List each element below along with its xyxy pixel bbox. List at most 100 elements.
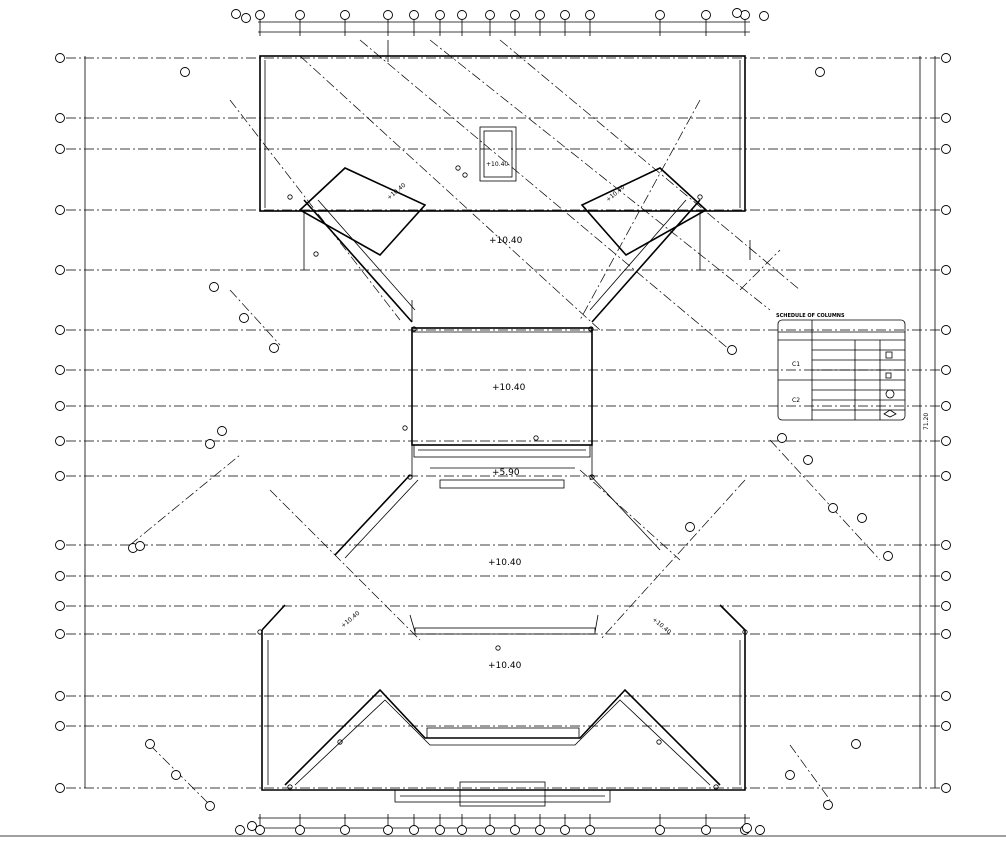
column-point (742, 629, 748, 635)
grid-bubble-diagonal (135, 541, 145, 551)
grid-bubble-left (55, 540, 65, 550)
grid-bubble-diagonal (205, 439, 215, 449)
column-point (257, 629, 263, 635)
overall-dimension: 71.20 (923, 413, 930, 430)
grid-bubble-left (55, 436, 65, 446)
grid-bubble-bottom (255, 825, 265, 835)
grid-bubble-top (383, 10, 393, 20)
grid-bubble-left (55, 783, 65, 793)
level-mark-right-wing: +10.40 (605, 184, 627, 204)
grid-bubble-diagonal (269, 343, 279, 353)
grid-bubble-left (55, 721, 65, 731)
level-mark-lower-right: +10.40 (651, 616, 673, 636)
grid-bubble-bottom (409, 825, 419, 835)
level-mark-lower: +10.40 (488, 661, 522, 671)
grid-bubble-right (941, 53, 951, 63)
grid-bubble-diagonal (247, 821, 257, 831)
schedule-title: SCHEDULE OF COLUMNS (776, 313, 845, 319)
column-point (455, 165, 461, 171)
grid-bubble-diagonal (171, 770, 181, 780)
grid-bubble-top (701, 10, 711, 20)
grid-bubble-right (941, 691, 951, 701)
grid-bubble-diagonal (145, 739, 155, 749)
grid-bubble-diagonal (803, 455, 813, 465)
grid-bubble-bottom (435, 825, 445, 835)
grid-bubble-diagonal (241, 13, 251, 23)
level-mark-box: +10.40 (486, 161, 508, 168)
grid-bubble-diagonal (235, 825, 245, 835)
grid-bubble-bottom (510, 825, 520, 835)
level-mark-left-wing: +10.40 (386, 182, 408, 202)
level-mark-lower-left: +10.40 (340, 610, 362, 630)
grid-bubble-top (457, 10, 467, 20)
grid-bubble-left (55, 629, 65, 639)
grid-bubble-diagonal (828, 503, 838, 513)
vertical-grid-lines (259, 20, 746, 830)
grid-bubble-left (55, 205, 65, 215)
grid-bubble-left (55, 601, 65, 611)
schedule-of-columns: SCHEDULE OF COLUMNS C1 C2 (776, 313, 906, 421)
grid-bubble-diagonal (777, 433, 787, 443)
column-point (402, 425, 408, 431)
right-wing (580, 167, 708, 323)
grid-bubble-top (585, 10, 595, 20)
grid-bubble-diagonal (742, 823, 752, 833)
level-mark-hall: +10.40 (492, 383, 526, 393)
grid-bubble-top (655, 10, 665, 20)
column-point (495, 645, 501, 651)
grid-bubble-right (941, 471, 951, 481)
grid-bubble-diagonal (685, 522, 695, 532)
angled-connectors (334, 474, 661, 559)
column-points (257, 165, 748, 790)
column-point (533, 435, 539, 441)
grid-bubble-left (55, 365, 65, 375)
grid-bubble-right (941, 540, 951, 550)
grid-bubble-right (941, 571, 951, 581)
grid-bubble-right (941, 401, 951, 411)
grid-bubble-top (535, 10, 545, 20)
column-point (287, 784, 293, 790)
grid-bubble-bottom (383, 825, 393, 835)
grid-bubble-left (55, 53, 65, 63)
upper-block-walls (259, 40, 751, 270)
grid-bubble-diagonal (205, 801, 215, 811)
grid-bubble-right (941, 113, 951, 123)
column-point (713, 784, 719, 790)
column-point (656, 739, 662, 745)
level-labels: +10.40 +10.40 +5.90 +10.40 +10.40 +10.40… (340, 161, 930, 671)
lower-block-walls (261, 604, 746, 807)
column-point (313, 251, 319, 257)
left-wing (298, 167, 427, 323)
grid-bubble-top (255, 10, 265, 20)
grid-bubble-diagonal (239, 313, 249, 323)
grid-bubble-top (560, 10, 570, 20)
grid-bubble-left (55, 265, 65, 275)
grid-bubble-diagonal (851, 739, 861, 749)
grid-bubble-diagonal (823, 800, 833, 810)
grid-bubble-bottom (485, 825, 495, 835)
grid-bubble-right (941, 436, 951, 446)
column-point (588, 326, 594, 332)
grid-bubble-right (941, 365, 951, 375)
grid-bubble-left (55, 691, 65, 701)
grid-bubble-right (941, 601, 951, 611)
grid-bubble-top (510, 10, 520, 20)
grid-bubble-right (941, 783, 951, 793)
grid-bubble-bottom (655, 825, 665, 835)
grid-bubble-right (941, 265, 951, 275)
grid-bubble-top (340, 10, 350, 20)
grid-bubble-top (295, 10, 305, 20)
central-hall-walls (411, 327, 593, 489)
grid-bubble-right (941, 205, 951, 215)
horizontal-grid-lines (66, 57, 940, 789)
grid-bubble-diagonal (217, 426, 227, 436)
grid-bubble-left (55, 325, 65, 335)
column-point (462, 172, 468, 178)
grid-bubble-left (55, 401, 65, 411)
schedule-row-c1: C1 (792, 361, 800, 368)
grid-bubble-left (55, 571, 65, 581)
grid-bubble-diagonal (857, 513, 867, 523)
grid-bubble-left (55, 144, 65, 154)
grid-bubble-right (941, 721, 951, 731)
